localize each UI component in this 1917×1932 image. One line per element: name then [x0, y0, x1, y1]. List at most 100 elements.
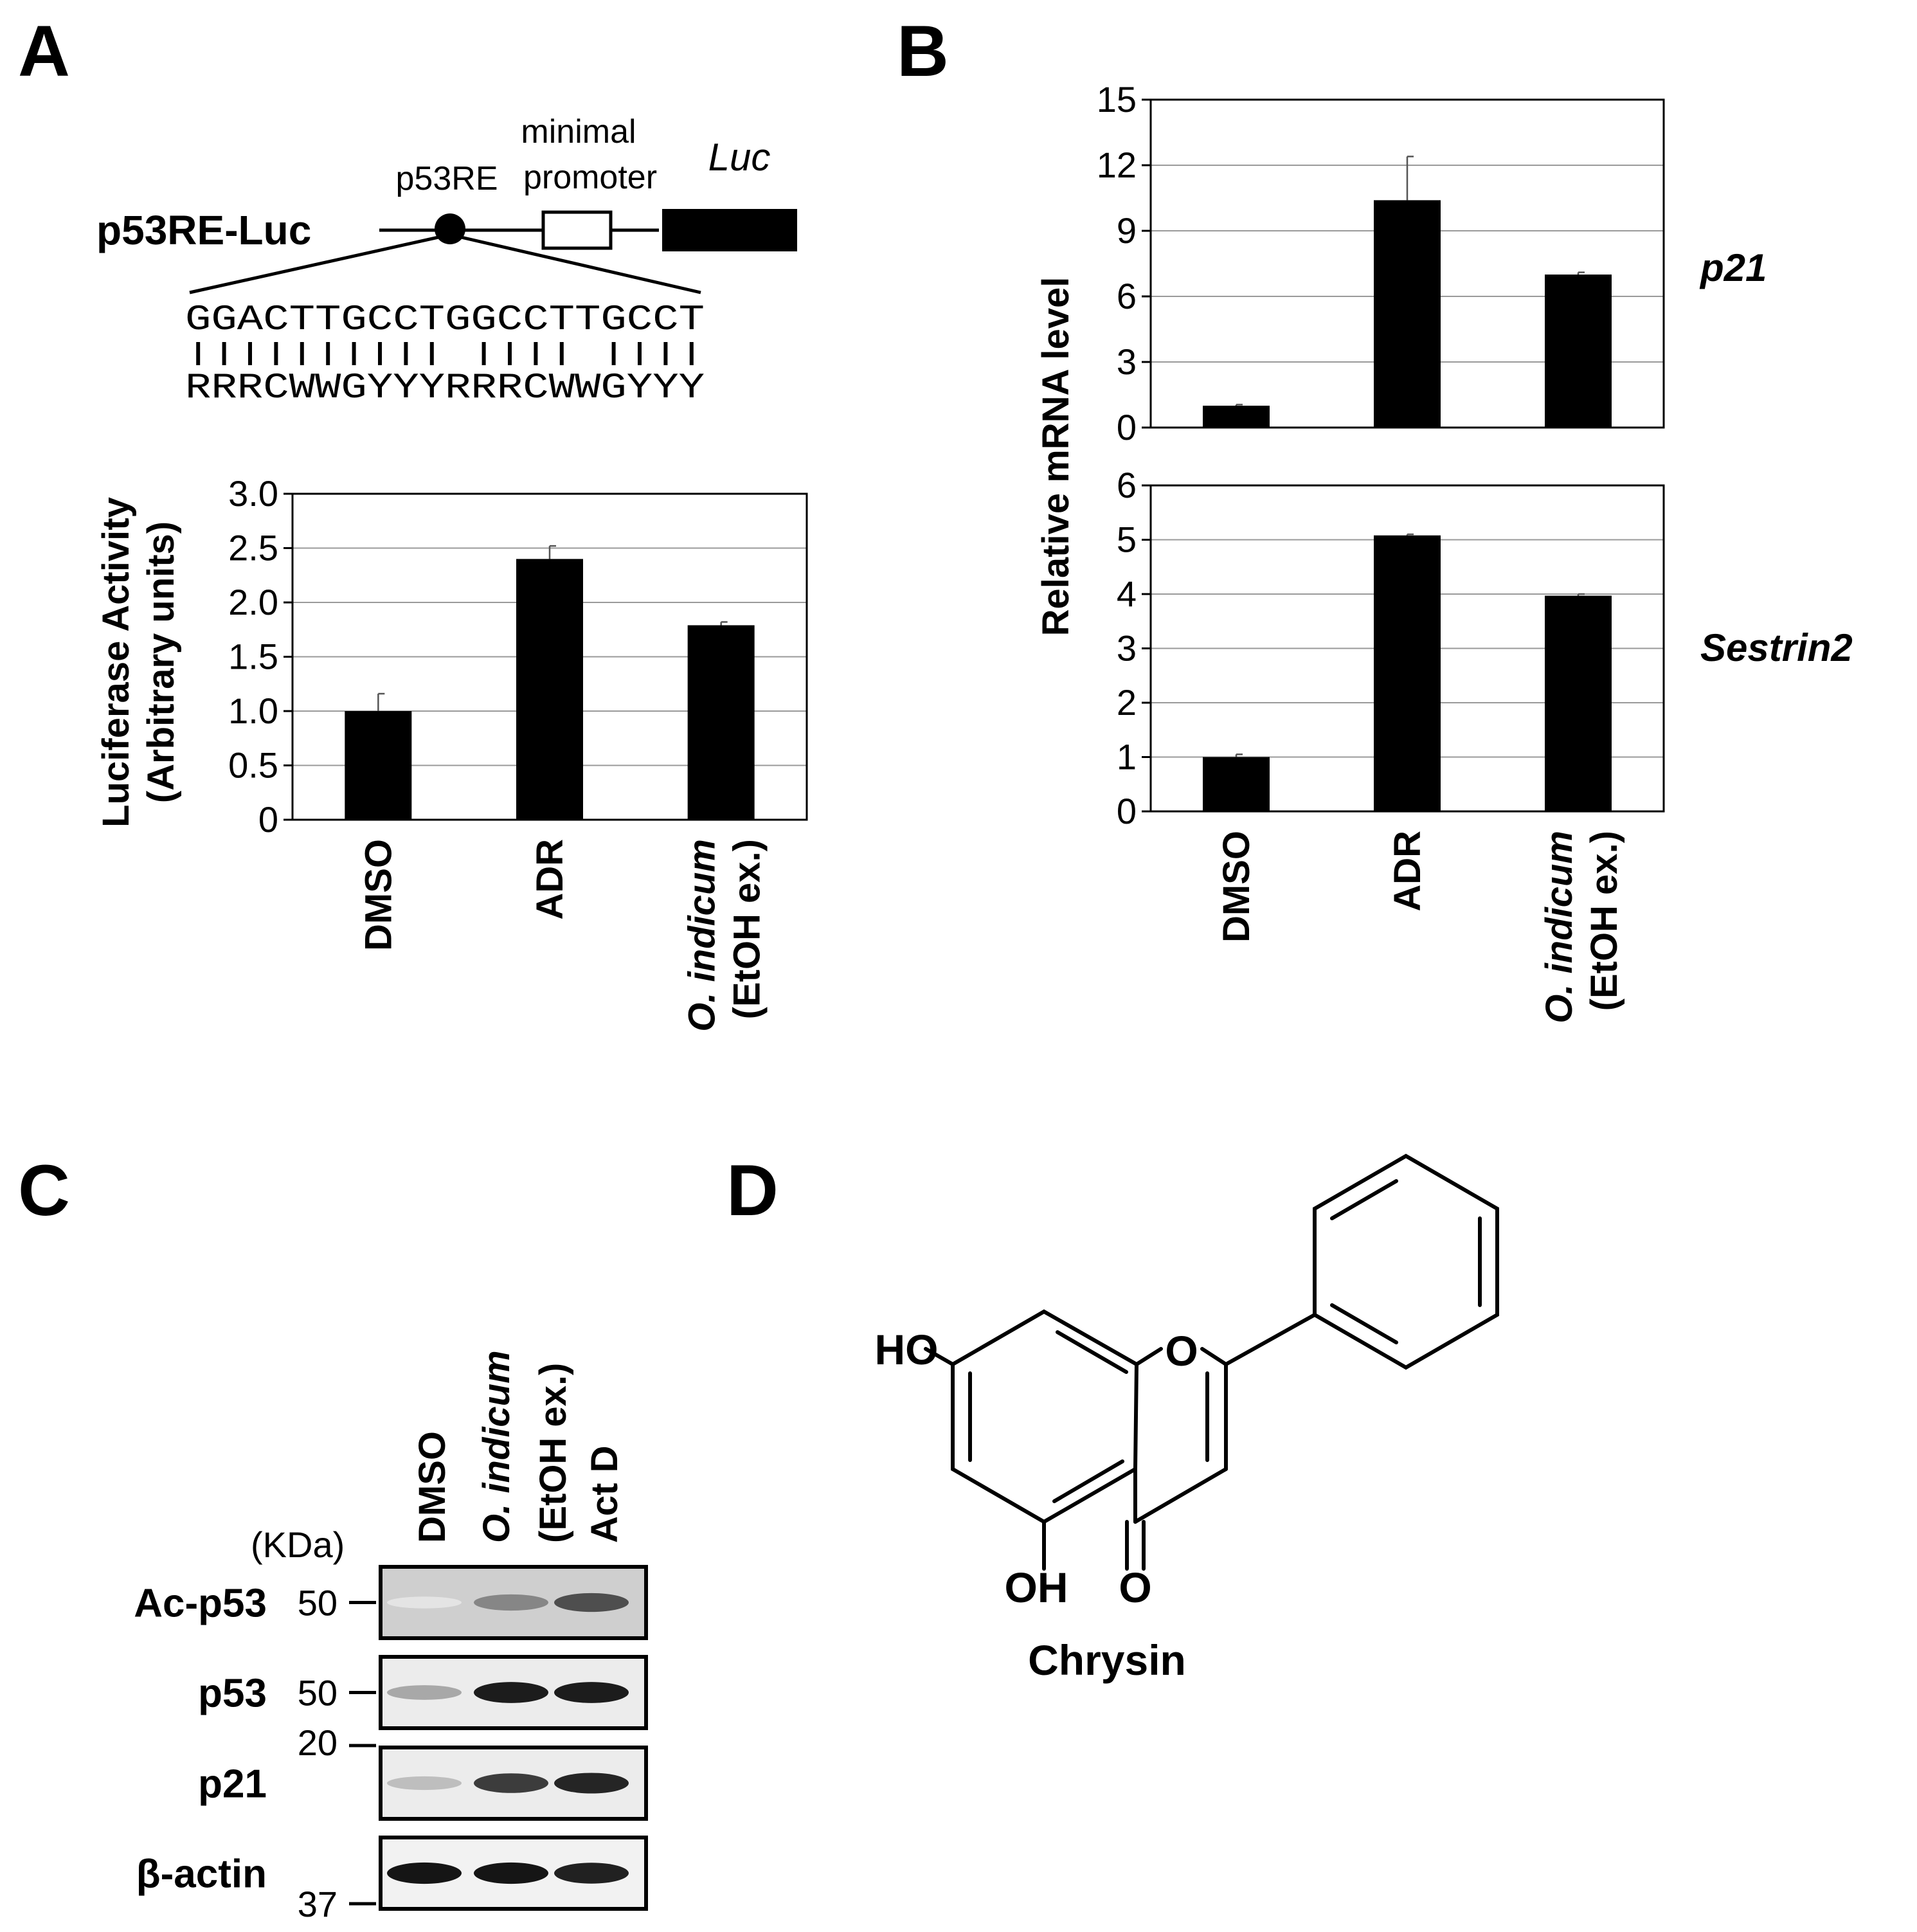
bond-c2-phenyl	[1224, 1313, 1317, 1366]
promoter-label-line2: promoter	[523, 159, 657, 196]
panel-letter-a: A	[18, 11, 70, 91]
protein-band	[554, 1863, 629, 1884]
y-tick-label: 1.0	[228, 691, 278, 731]
p21-chart-label: p21	[1699, 246, 1767, 289]
keto-oxygen-label: O	[1119, 1564, 1151, 1611]
category-label-line2: (EtOH ex.)	[1583, 831, 1625, 1011]
ring-oxygen-label: O	[1165, 1327, 1198, 1375]
y-tick-label: 2.0	[228, 582, 278, 622]
ring-a-double-1	[1056, 1330, 1128, 1374]
y-tick-label: 0.5	[228, 745, 278, 786]
y-tick-label: 0	[258, 799, 278, 840]
marker-label: 50	[298, 1673, 338, 1713]
blot-label: p53	[198, 1672, 267, 1716]
panel-letter-c: C	[18, 1150, 70, 1231]
y-tick-label: 9	[1117, 210, 1137, 251]
y-tick-label: 1.5	[228, 636, 278, 677]
y-tick-label: 6	[1117, 465, 1137, 505]
panel-letter-b: B	[897, 11, 949, 91]
y-tick-label: 3.0	[228, 473, 278, 514]
zoom-line-right	[449, 233, 701, 294]
chart-a-ylabel-line2: (Arbitrary units)	[140, 521, 182, 803]
y-tick-label: 3	[1117, 341, 1137, 382]
bond-c8a-o1	[1135, 1347, 1163, 1366]
protein-band	[554, 1593, 629, 1612]
y-tick-label: 0	[1117, 407, 1137, 447]
plot-frame	[1149, 484, 1665, 813]
category-label: ADR	[1387, 831, 1428, 912]
y-tick-label: 15	[1097, 79, 1137, 120]
kda-label: (KDa)	[251, 1524, 345, 1565]
y-tick-label: 1	[1117, 737, 1137, 777]
bar	[1545, 275, 1612, 428]
p53re-label: p53RE	[396, 160, 498, 197]
hydroxyl-7-label: HO	[875, 1326, 939, 1373]
protein-band	[387, 1776, 462, 1791]
category-label: DMSO	[357, 839, 399, 951]
phenyl-double-3	[1330, 1303, 1398, 1344]
bar	[1203, 757, 1270, 811]
blot-label: Ac-p53	[134, 1582, 267, 1626]
bar	[345, 711, 412, 820]
bar	[687, 625, 755, 820]
minimal-promoter-box	[541, 210, 613, 250]
compound-name: Chrysin	[1028, 1636, 1186, 1684]
y-tick-label: 0	[1117, 791, 1137, 831]
y-tick-label: 3	[1117, 628, 1137, 669]
construct-name: p53RE-Luc	[96, 207, 311, 253]
plot-frame	[1149, 98, 1665, 429]
bar	[1545, 595, 1612, 811]
bond-c3-c4	[1133, 1467, 1228, 1524]
chart-b-ylabel: Relative mRNA level	[1035, 277, 1077, 636]
sequence-match-ticks	[196, 342, 694, 365]
chart-a-ylabel-line1: Luciferase Activity	[95, 497, 137, 827]
bar	[516, 559, 583, 820]
marker-label: 50	[298, 1583, 338, 1623]
protein-band	[387, 1596, 462, 1609]
blot-label: p21	[198, 1762, 267, 1807]
hydroxyl-5-label: OH	[1005, 1564, 1068, 1611]
bar	[1203, 406, 1270, 428]
construct-diagram: p53RE-Luc p53RE minimal promoter Luc GGA…	[96, 113, 797, 408]
marker-label: 20	[298, 1722, 338, 1763]
y-tick-label: 12	[1097, 145, 1137, 185]
luc-label: Luc	[708, 136, 771, 179]
plot-frame	[291, 492, 808, 821]
consensus-sequence: RRRCWWGYYYRRRCWWGYYY	[185, 367, 705, 408]
y-tick-label: 5	[1117, 519, 1137, 560]
lane-label: (EtOH ex.)	[532, 1363, 574, 1543]
protein-band	[474, 1682, 548, 1703]
sestrin2-chart-label: Sestrin2	[1700, 626, 1853, 669]
p53re-site	[435, 213, 465, 244]
category-label: ADR	[529, 839, 571, 920]
y-tick-label: 4	[1117, 573, 1137, 614]
phenyl-double-1	[1330, 1179, 1398, 1220]
ring-a-double-3	[1052, 1459, 1124, 1503]
bond-c7-oh	[924, 1347, 955, 1366]
protein-band	[387, 1862, 462, 1884]
category-label: DMSO	[1216, 831, 1257, 943]
protein-band	[474, 1773, 548, 1793]
category-label: O. indicum	[681, 839, 723, 1032]
promoter-label-line1: minimal	[521, 113, 636, 150]
y-tick-label: 2.5	[228, 528, 278, 568]
lane-label: DMSO	[411, 1431, 453, 1543]
luciferase-chart: Luciferase Activity (Arbitrary units) 0 0…	[95, 473, 808, 1032]
lane-label: Act D	[584, 1446, 626, 1543]
lane-label: O. indicum	[476, 1350, 518, 1543]
western-blot: (KDa) DMSO O. indicum (EtOH ex.)Act D Ac-p5…	[134, 1350, 648, 1924]
protein-band	[387, 1685, 462, 1700]
bond-o1-c2	[1200, 1347, 1228, 1366]
chrysin-structure: O HO OH O Chrysin	[875, 1153, 1499, 1684]
phenyl-ring-bonds	[1313, 1153, 1499, 1370]
bar	[1374, 535, 1441, 811]
bar	[1374, 200, 1441, 428]
protein-band	[554, 1682, 629, 1703]
category-label-line2: (EtOH ex.)	[726, 839, 768, 1019]
p53re-sequence: GGACTTGCCTGGCCTTGCCT	[185, 299, 705, 340]
protein-band	[474, 1594, 548, 1611]
protein-band	[474, 1862, 548, 1884]
category-label: O. indicum	[1538, 831, 1580, 1024]
